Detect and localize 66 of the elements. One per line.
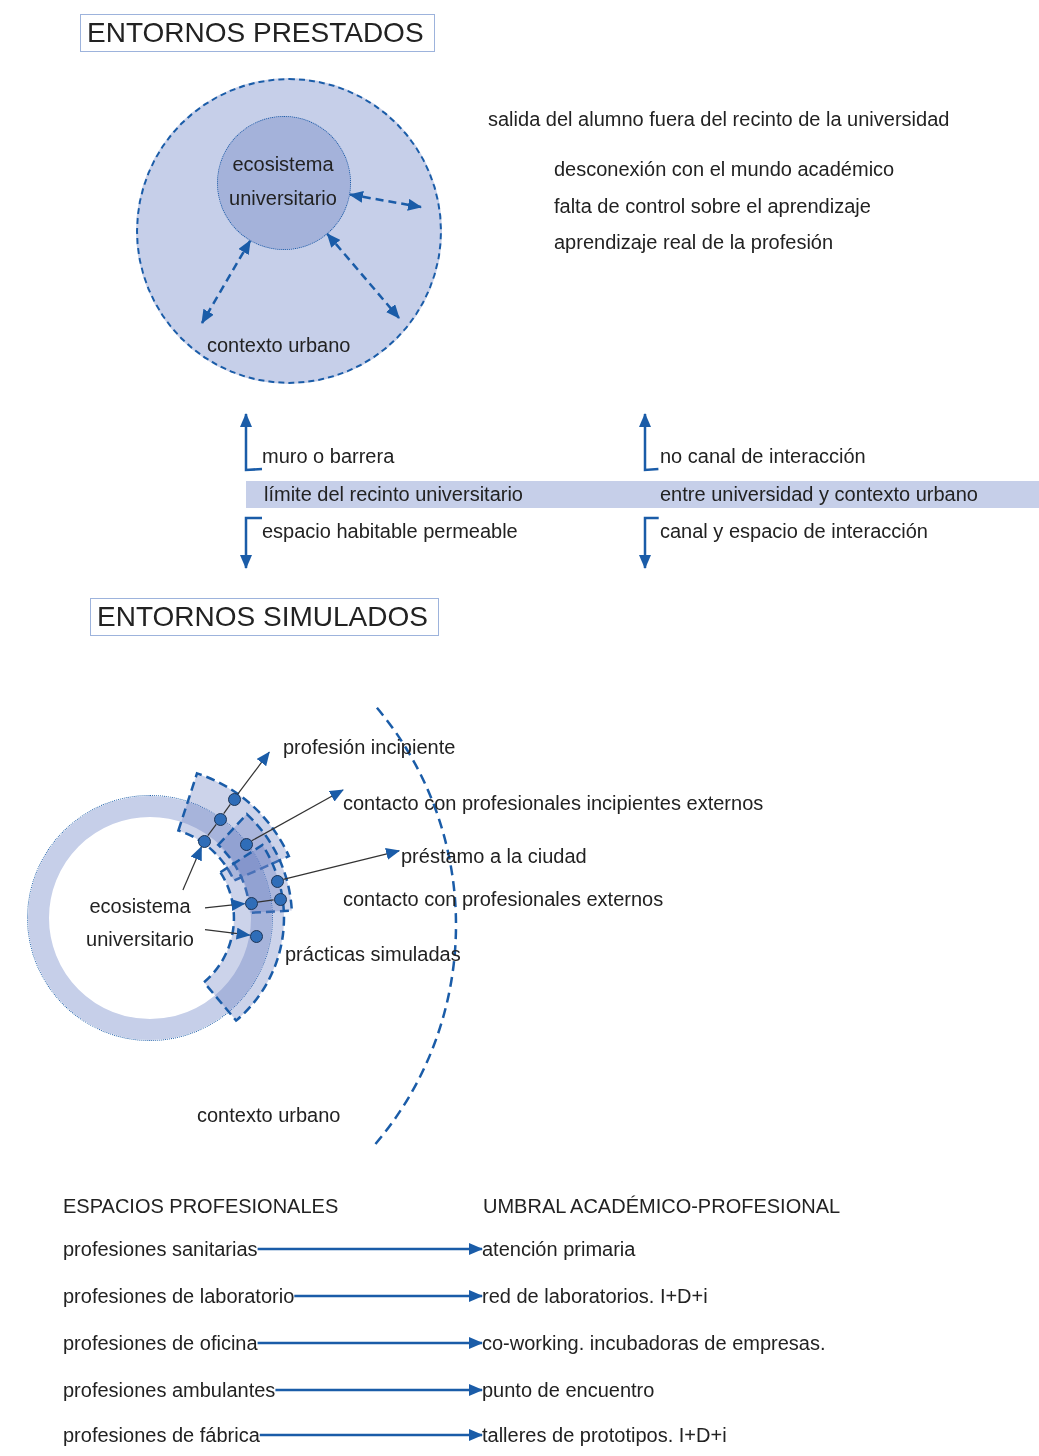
heading-box <box>90 598 439 636</box>
note-text: aprendizaje real de la profesión <box>554 230 834 255</box>
dot-marker <box>244 896 258 910</box>
arrow <box>639 516 659 569</box>
dot-marker <box>213 812 227 826</box>
arrow <box>237 751 270 795</box>
text-label: profesiones de oficina <box>63 1330 258 1356</box>
column-heading: ESPACIOS PROFESIONALES <box>63 1194 339 1219</box>
connector-line <box>223 803 231 815</box>
arrow <box>240 516 262 569</box>
text-label: canal y espacio de interacción <box>660 518 928 544</box>
arrow <box>204 927 251 940</box>
dot-marker <box>227 792 241 806</box>
arrow <box>204 899 246 911</box>
note-text: contexto urbano <box>197 1103 341 1128</box>
double-arrow <box>200 239 252 324</box>
region-label: entre universidad y contexto urbano <box>660 482 978 507</box>
dot-marker <box>273 892 287 906</box>
text-label: talleres de prototipos. I+D+i <box>482 1422 727 1448</box>
text-label: préstamo a la ciudad <box>401 843 587 869</box>
double-arrow <box>326 233 400 319</box>
arrow <box>257 1243 483 1255</box>
arrow <box>240 413 263 472</box>
double-arrow <box>349 190 422 211</box>
connector-line <box>207 823 217 837</box>
boundary-band <box>246 481 1039 508</box>
connector-line <box>256 899 275 903</box>
heading-text: ENTORNOS PRESTADOS <box>87 16 424 50</box>
arrow <box>182 846 202 891</box>
dot-marker <box>249 929 263 943</box>
note-text: falta de control sobre el aprendizaje <box>554 194 871 219</box>
dot-marker <box>239 837 253 851</box>
text-label: contacto con profesionales incipientes externos <box>343 790 764 816</box>
arrow <box>639 413 659 472</box>
text-label: no canal de interacción <box>660 443 866 469</box>
ecosystem-ring <box>28 796 272 1040</box>
note-text: desconexión con el mundo académico <box>554 157 895 182</box>
note-text: salida del alumno fuera del recinto de la universidad <box>488 107 950 132</box>
text-label: espacio habitable permeable <box>262 518 518 544</box>
text-label: atención primaria <box>482 1236 636 1262</box>
heading-box <box>80 14 435 52</box>
arrow <box>259 1429 483 1441</box>
text-label: punto de encuentro <box>482 1377 655 1403</box>
text-label: ecosistema universitario <box>75 890 205 956</box>
text-label: profesiones sanitarias <box>63 1236 258 1262</box>
text-label: profesiones ambulantes <box>63 1377 276 1403</box>
column-heading: UMBRAL ACADÉMICO-PROFESIONAL <box>483 1194 841 1219</box>
dot-marker <box>197 834 211 848</box>
text-label: profesiones de fábrica <box>63 1422 260 1448</box>
arrow <box>294 1290 483 1302</box>
heading-text: ENTORNOS SIMULADOS <box>97 600 428 634</box>
note-text: contacto con profesionales externos <box>343 887 664 912</box>
region-label: ecosistema universitario <box>228 152 338 211</box>
arrow <box>257 1337 483 1349</box>
arrow <box>282 848 401 880</box>
text-label: profesión incipiente <box>283 734 456 760</box>
arrow <box>275 1384 483 1396</box>
arrow <box>251 789 344 842</box>
region-label: límite del recinto universitario <box>264 482 523 507</box>
dot-marker <box>270 874 284 888</box>
text-label: profesiones de laboratorio <box>63 1283 295 1309</box>
region-label: contexto urbano <box>207 333 351 358</box>
text-label: red de laboratorios. I+D+i <box>482 1283 708 1309</box>
text-label: muro o barrera <box>262 443 395 469</box>
note-text: prácticas simuladas <box>285 942 461 967</box>
text-label: co-working. incubadoras de empresas. <box>482 1330 826 1356</box>
